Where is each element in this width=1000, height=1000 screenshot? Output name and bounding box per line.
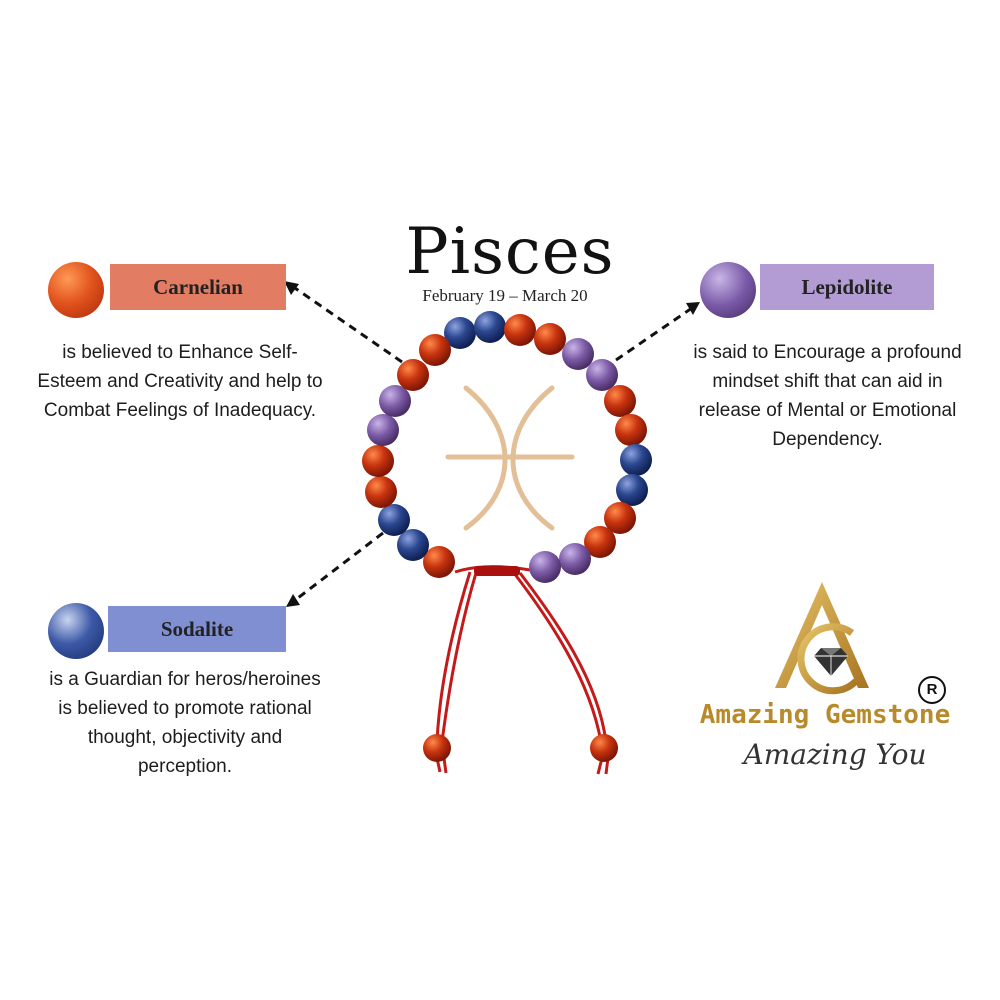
lepidolite-label: Lepidolite (760, 264, 934, 310)
brand-tagline: Amazing You (743, 738, 927, 771)
arrow-lepidolite (615, 306, 693, 362)
pisces-symbol-icon (445, 385, 575, 531)
sodalite-label: Sodalite (108, 606, 286, 652)
bracelet-knot (474, 566, 520, 576)
arrowhead-sodalite (286, 594, 300, 607)
brand-name: Amazing Gemstone (699, 700, 951, 730)
lepidolite-stone-icon (700, 262, 756, 318)
carnelian-description: is believed to Enhance Self-Esteem and C… (37, 342, 323, 421)
registered-mark-icon: R (918, 676, 946, 704)
diamond-triangle-icon (775, 582, 869, 695)
arrowhead-carnelian (284, 281, 299, 295)
sodalite-stone-icon (48, 603, 104, 659)
page-title: Pisces (405, 215, 615, 289)
carnelian-stone-icon (48, 262, 104, 318)
date-range: February 19 – March 20 (422, 286, 588, 305)
arrowhead-lepidolite (686, 302, 700, 315)
bracelet-beads (362, 311, 652, 762)
bracelet-cord (435, 565, 610, 775)
carnelian-label: Carnelian (110, 264, 286, 310)
lepidolite-description: is said to Encourage a profound mindset … (693, 342, 962, 450)
arrow-sodalite (293, 531, 384, 603)
sodalite-description: is a Guardian for heros/heroines is beli… (49, 669, 321, 777)
